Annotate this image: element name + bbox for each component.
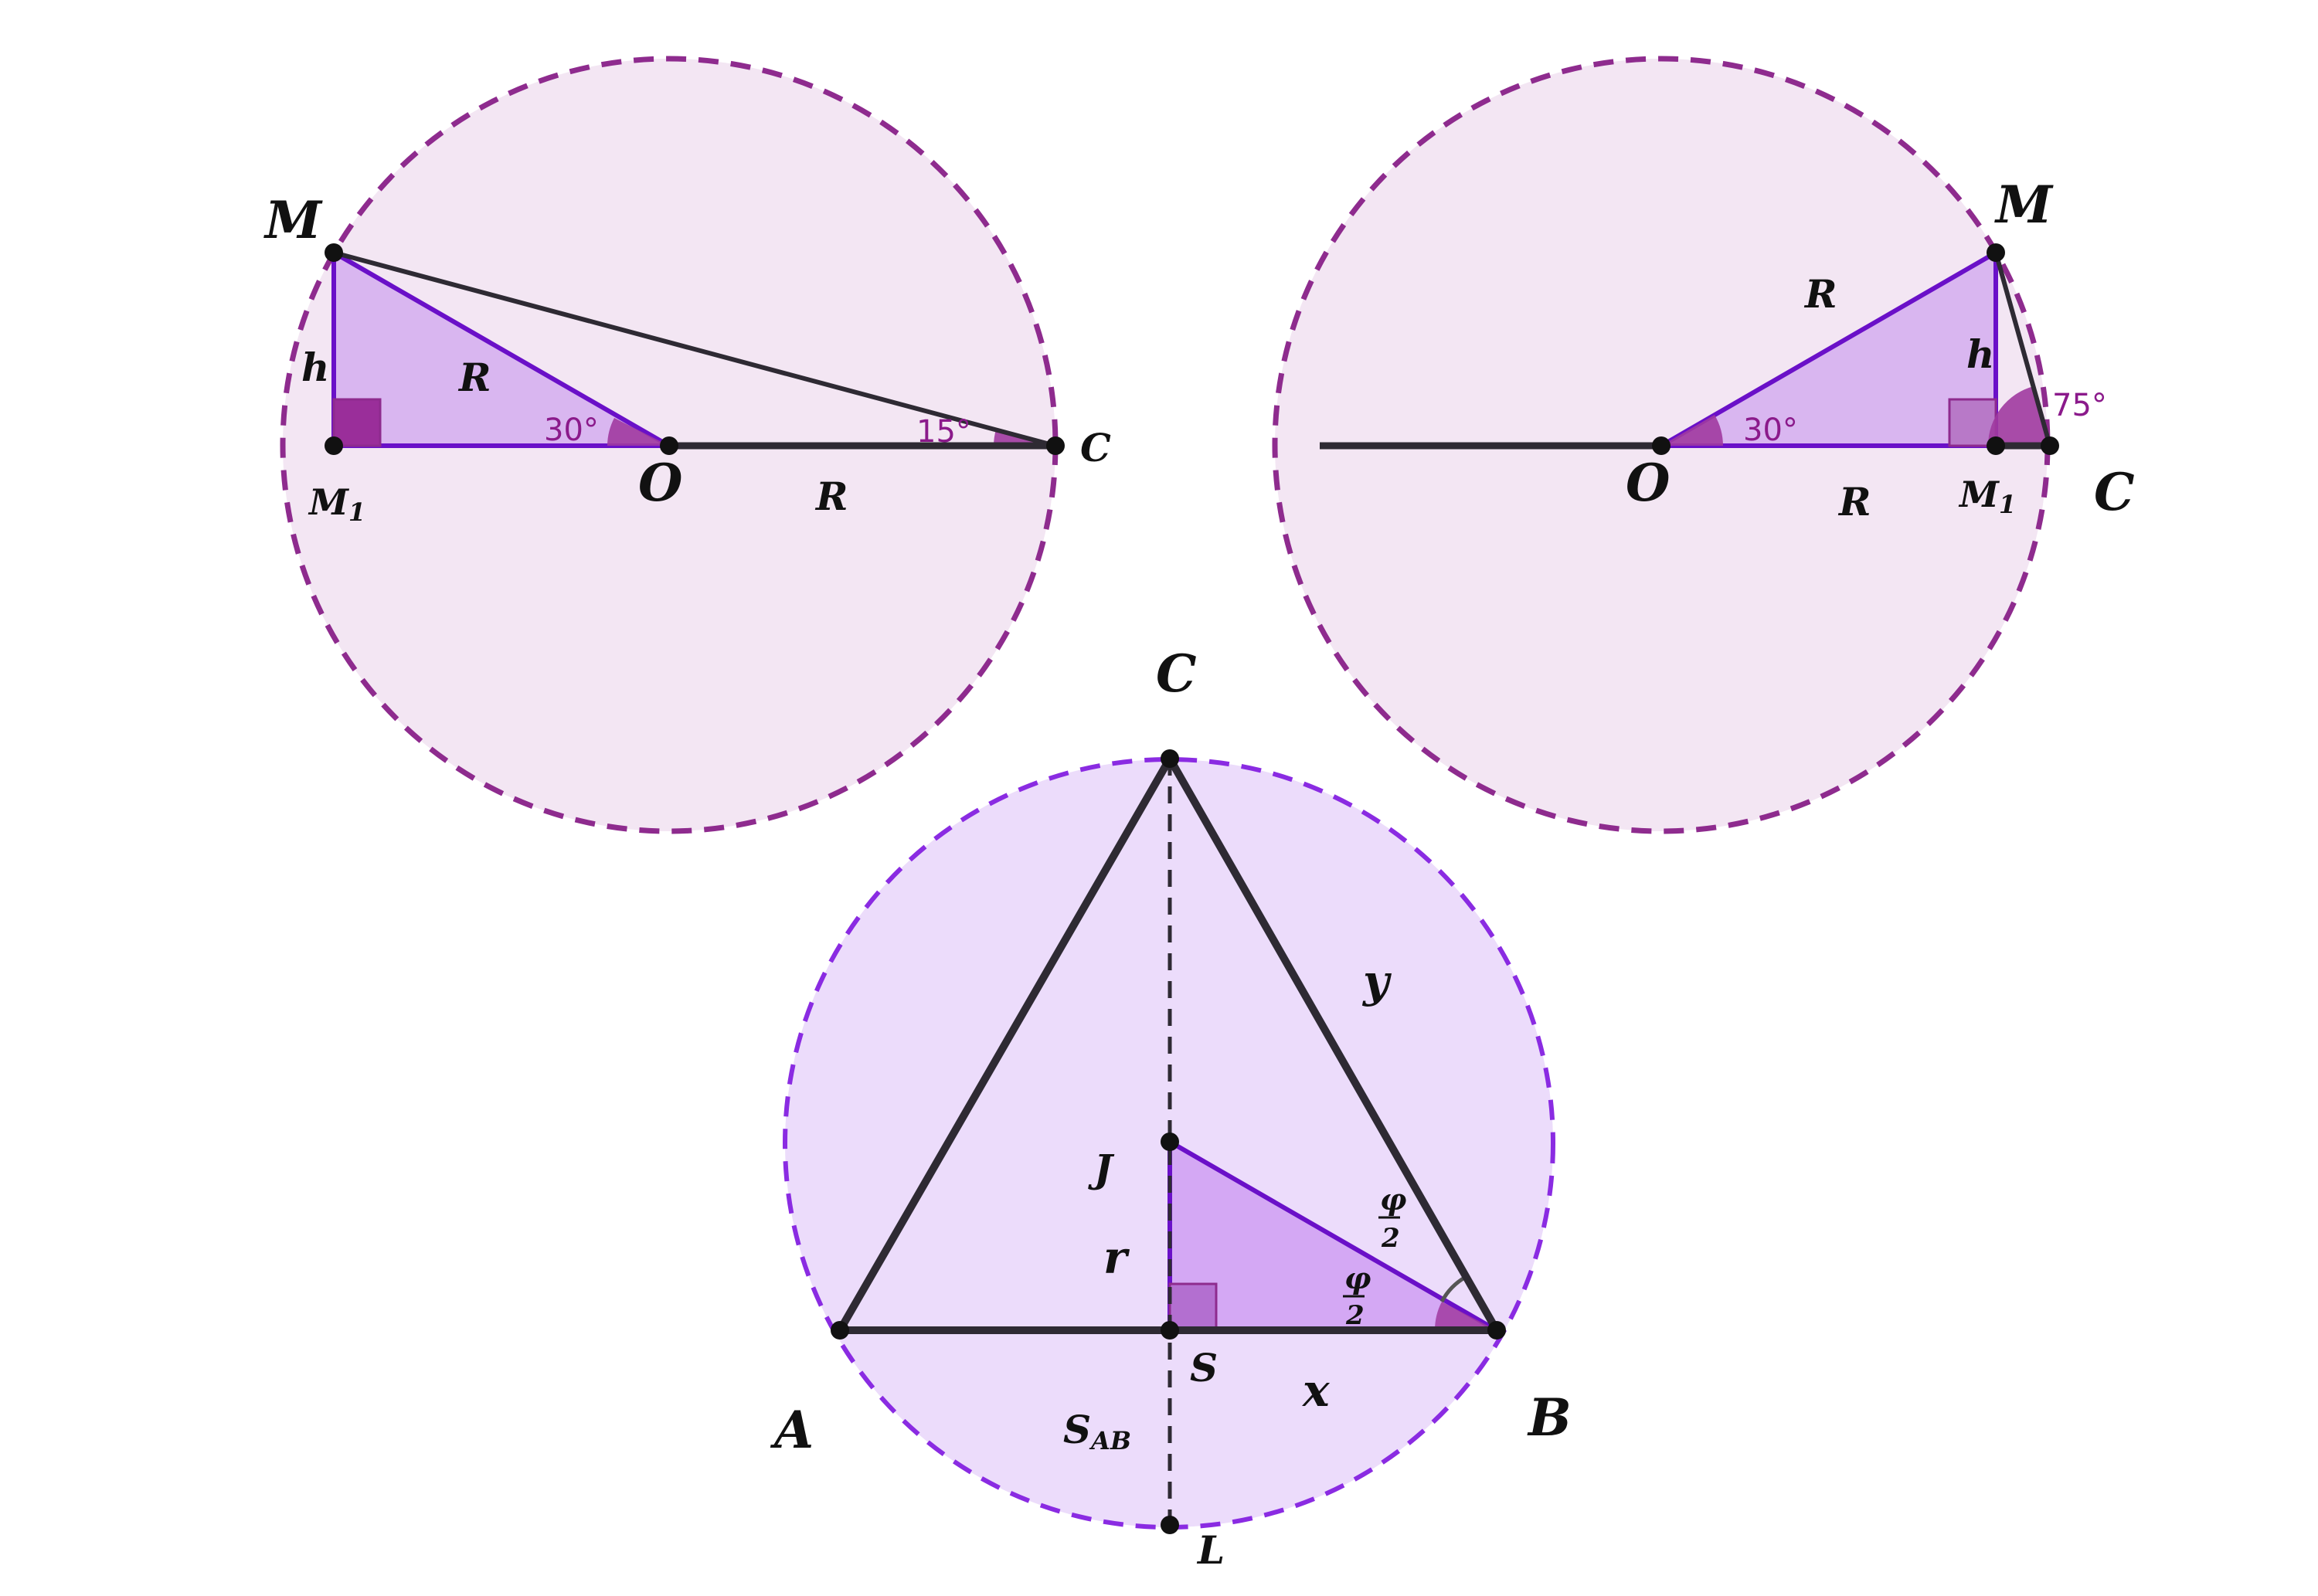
- figure-1: M h R 30° 15° C O R M1: [263, 56, 1111, 834]
- point-M: [325, 243, 343, 262]
- point-O: [660, 436, 678, 455]
- label-B: B: [1527, 1387, 1572, 1448]
- angle-arc-B-inner: [1434, 1302, 1497, 1330]
- point-L: [1161, 1516, 1179, 1534]
- angle-30-arc-1: [607, 418, 669, 446]
- angle-75-arc-2: [1988, 386, 2050, 446]
- right-angle-marker-2: [1948, 398, 1997, 447]
- point-M1-2: [1987, 436, 2005, 455]
- half-phi-upper-denominator: 2: [1381, 1223, 1400, 1254]
- label-R-base: R: [814, 474, 848, 519]
- point-C-2: [2041, 436, 2059, 455]
- point-C: [1046, 436, 1065, 455]
- angle-label-15: 15°: [916, 414, 971, 450]
- label-h-2: h: [1966, 331, 1994, 377]
- point-J: [1161, 1132, 1179, 1151]
- point-O-2: [1652, 436, 1671, 455]
- point-C-3: [1161, 749, 1179, 768]
- point-A: [831, 1321, 849, 1340]
- label-M-2: M: [1994, 175, 2054, 235]
- angle-label-75: 75°: [2052, 388, 2107, 423]
- label-C-2: C: [2094, 462, 2135, 522]
- point-B: [1487, 1321, 1506, 1340]
- half-phi-lower-numerator: φ: [1344, 1261, 1371, 1295]
- label-C-3: C: [1156, 643, 1197, 704]
- segment-M-C: [333, 250, 1056, 448]
- angle-label-30: 30°: [544, 413, 599, 448]
- label-M1: M1: [308, 481, 365, 527]
- half-phi-label-upper: φ 2: [1378, 1182, 1406, 1254]
- right-triangle-2: [1652, 248, 1998, 448]
- segment-M-C-2: [1993, 252, 2052, 447]
- figure-2: M R h 30° 75° O R M1 C: [1272, 56, 2135, 834]
- point-M-2: [1987, 243, 2005, 262]
- label-M: M: [263, 190, 323, 250]
- label-R-hypotenuse: R: [457, 355, 491, 400]
- half-phi-label-lower: φ 2: [1343, 1261, 1371, 1331]
- figure-3: C y J r S x A B L SAB φ 2 φ 2: [770, 643, 1572, 1573]
- label-O: O: [638, 453, 683, 513]
- label-A: A: [770, 1400, 814, 1460]
- label-L: L: [1196, 1527, 1225, 1573]
- label-y: y: [1361, 955, 1392, 1007]
- label-O-2: O: [1626, 453, 1671, 513]
- label-x: x: [1301, 1364, 1331, 1417]
- right-angle-marker-S: [1168, 1282, 1218, 1332]
- label-R-base-2: R: [1837, 479, 1871, 525]
- point-M1: [325, 436, 343, 455]
- angle-label-30-2: 30°: [1743, 413, 1798, 448]
- half-phi-upper-numerator: φ: [1380, 1182, 1406, 1217]
- label-S: S: [1190, 1345, 1218, 1391]
- right-angle-marker-1: [332, 398, 382, 447]
- point-S: [1161, 1321, 1179, 1340]
- label-h: h: [301, 345, 329, 390]
- right-triangle-1: [331, 248, 678, 448]
- label-C: C: [1080, 425, 1111, 470]
- label-r: r: [1103, 1231, 1130, 1284]
- half-phi-lower-denominator: 2: [1345, 1300, 1365, 1331]
- label-R-hypotenuse-2: R: [1803, 271, 1837, 317]
- label-S-AB: SAB: [1063, 1407, 1131, 1455]
- angle-30-arc-2: [1661, 415, 1723, 446]
- label-M1-2: M1: [1958, 474, 2016, 519]
